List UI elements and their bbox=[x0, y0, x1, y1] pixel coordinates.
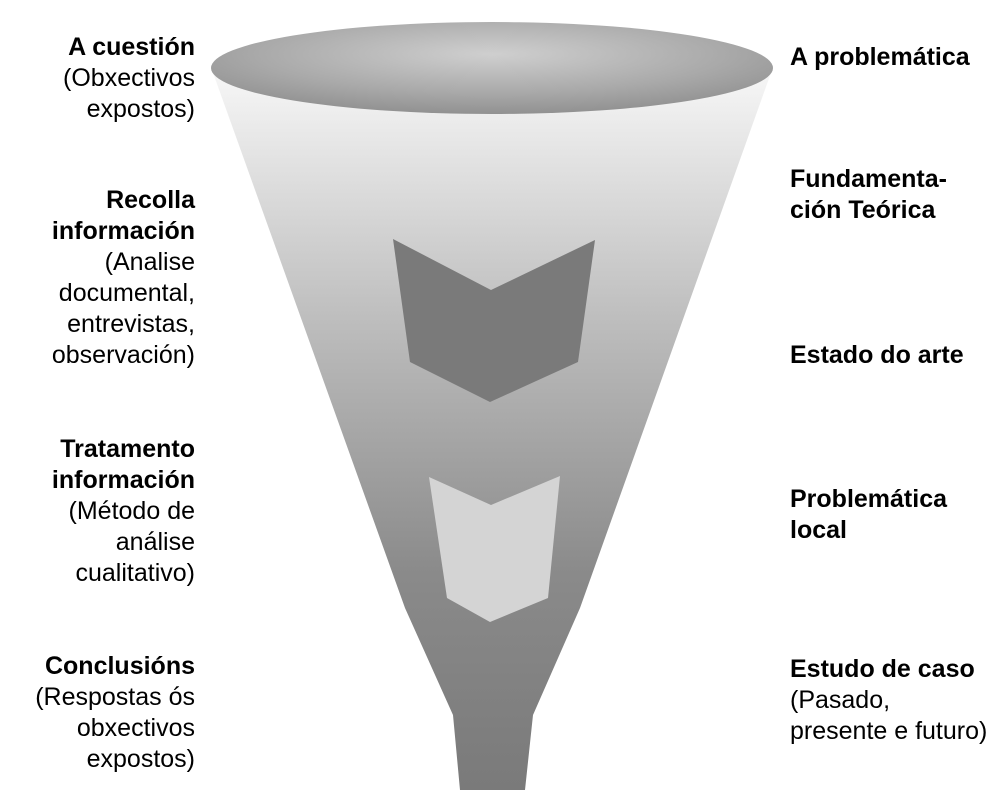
left-step-conclusions: Conclusións (Respostas ós obxectivos exp… bbox=[0, 651, 195, 775]
step-title: Recolla información bbox=[51, 186, 195, 245]
step-detail: (Pasado, presente e futuro) bbox=[790, 686, 988, 745]
step-title: Problemática local bbox=[790, 485, 948, 544]
step-title: A problemática bbox=[790, 43, 970, 71]
right-step-local-problem: Problemática local bbox=[790, 484, 990, 546]
step-title: Estudo de caso bbox=[790, 655, 975, 683]
step-detail: (Analise documental, entrevistas, observ… bbox=[51, 248, 195, 369]
funnel-body bbox=[212, 70, 772, 790]
step-title: A cuestión bbox=[68, 33, 195, 61]
right-step-case-study: Estudo de caso (Pasado, presente e futur… bbox=[790, 654, 990, 747]
left-step-question: A cuestión (Obxectivos expostos) bbox=[0, 32, 195, 125]
step-title: Conclusións bbox=[44, 652, 195, 680]
right-step-state-of-art: Estado do arte bbox=[790, 340, 1000, 371]
step-detail: (Obxectivos expostos) bbox=[63, 64, 195, 123]
chevron-down-icon bbox=[429, 476, 560, 622]
funnel-top bbox=[211, 22, 773, 114]
step-detail: (Método de análise cualitativo) bbox=[68, 497, 195, 587]
step-title: Estado do arte bbox=[790, 341, 964, 369]
step-title: Tratamento información bbox=[51, 435, 195, 494]
left-step-collect: Recolla información (Analise documental,… bbox=[0, 185, 195, 371]
right-step-theory: Fundamenta-ción Teórica bbox=[790, 164, 990, 226]
right-step-problem: A problemática bbox=[790, 42, 1000, 73]
left-step-treatment: Tratamento información (Método de anális… bbox=[0, 434, 195, 589]
step-title: Fundamenta-ción Teórica bbox=[790, 165, 947, 224]
step-detail: (Respostas ós obxectivos expostos) bbox=[35, 683, 195, 773]
chevron-down-icon bbox=[393, 239, 595, 402]
